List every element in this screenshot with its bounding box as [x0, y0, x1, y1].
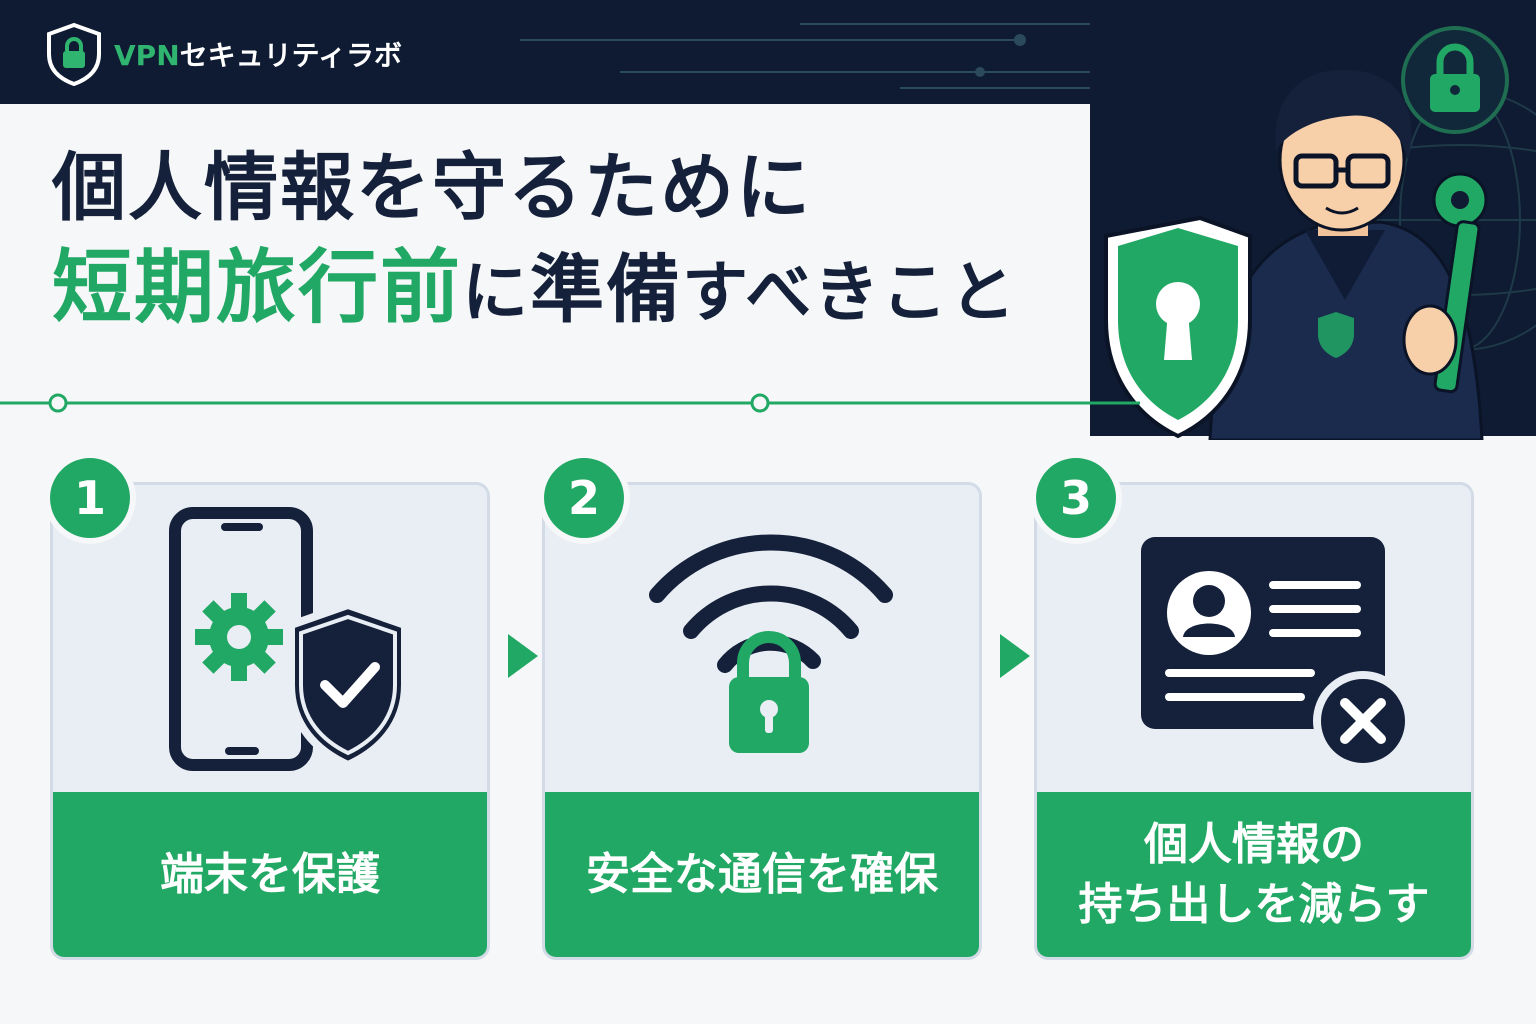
brand-vpn-text: VPN [114, 39, 180, 72]
title-particle: に [462, 254, 530, 331]
brand-logo[interactable]: VPNセキュリティラボ [44, 22, 402, 86]
title-highlight-trip: 短期旅行前 [52, 241, 462, 334]
wifi-lock-icon [649, 534, 893, 753]
smartphone-settings-shield-icon [169, 507, 409, 771]
step-card-personal-info: 個人情報の 持ち出しを減らす [1034, 482, 1474, 960]
step-card-connection: 安全な通信を確保 [542, 482, 982, 960]
shield-lock-icon [47, 22, 101, 86]
step-label: 個人情報の 持ち出しを減らす [1037, 792, 1471, 957]
title-prepare: 準備 [530, 247, 682, 333]
next-step-arrow-icon [508, 634, 538, 678]
keyhole-shield-icon [1104, 215, 1252, 439]
brand-name: VPNセキュリティラボ [114, 34, 402, 74]
title-line-1: 個人情報を守るために [52, 145, 812, 231]
section-divider [0, 393, 1140, 413]
title-suffix: すべきこと [682, 254, 1018, 331]
next-step-arrow-icon [1000, 634, 1030, 678]
brand-rest-text: セキュリティラボ [179, 39, 402, 72]
step-number-badge: 3 [1030, 452, 1122, 544]
hero-illustration [1104, 26, 1536, 440]
step-card-device: 端末を保護 [50, 482, 490, 960]
step-label: 端末を保護 [53, 792, 487, 957]
title-line-2: 短期旅行前に準備すべきこと [52, 236, 1112, 345]
page-title: 個人情報を守るために 短期旅行前に準備すべきこと [52, 140, 1112, 345]
padlock-badge-icon [1401, 26, 1509, 134]
step-number-badge: 2 [538, 452, 630, 544]
step-label: 安全な通信を確保 [545, 792, 979, 957]
id-card-remove-icon [1141, 537, 1413, 771]
step-number-badge: 1 [44, 452, 136, 544]
